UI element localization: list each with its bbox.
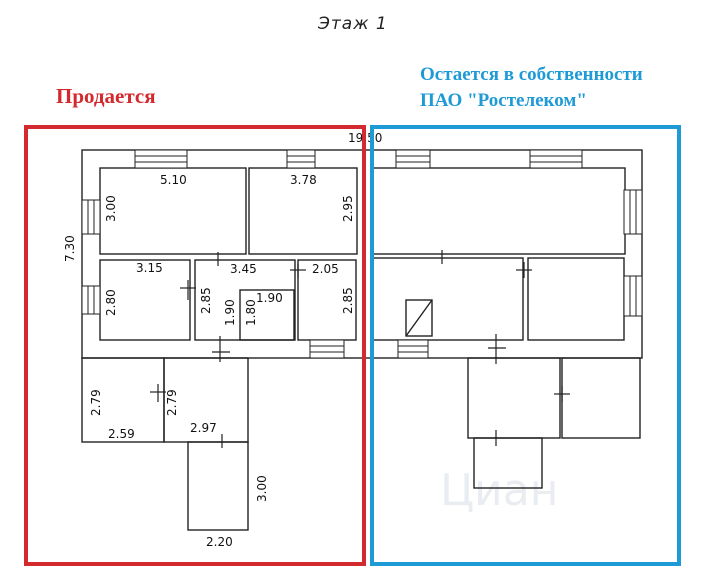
window-left-1: [81, 199, 101, 235]
room-1-90: [239, 289, 295, 341]
window-bottom-2: [397, 339, 429, 359]
dim-1-80: 1.80: [244, 299, 258, 326]
porch-right: [473, 437, 543, 489]
dim-2-85-b: 2.85: [341, 287, 355, 314]
window-bottom-1: [309, 339, 345, 359]
dimension-labels: 19.50 5.10 3.78 3.15 3.45 2.05 1.90 2.59…: [63, 131, 382, 549]
dim-3-00: 3.00: [104, 195, 118, 222]
dim-3-45: 3.45: [230, 262, 257, 276]
floor-title: Этаж 1: [318, 14, 388, 34]
retained-label-line1: Остается в собственности: [420, 64, 643, 85]
window-top-1: [134, 149, 188, 169]
dim-5-10: 5.10: [160, 173, 187, 187]
window-left-2: [81, 285, 101, 315]
staircase: [405, 299, 433, 337]
retained-ownership-label: Остается в собственности ПАО "Ростелеком…: [420, 62, 643, 114]
room-far-right: [527, 257, 625, 341]
annex-right-b: [561, 357, 641, 439]
dim-1-90-a: 1.90: [223, 299, 237, 326]
retained-zone-frame: [370, 125, 681, 566]
window-right-2: [623, 275, 643, 317]
dim-2-97: 2.97: [190, 421, 217, 435]
room-middle-right: [372, 257, 524, 341]
dim-2-79-b: 2.79: [165, 389, 179, 416]
dim-2-05: 2.05: [312, 262, 339, 276]
window-right-1: [623, 189, 643, 235]
dim-2-20: 2.20: [206, 535, 233, 549]
dim-2-80: 2.80: [104, 289, 118, 316]
room-large-right: [372, 167, 626, 255]
porch-left: [187, 441, 249, 531]
window-top-3: [395, 149, 431, 169]
retained-label-line2: ПАО "Ростелеком": [420, 90, 587, 111]
dim-3-15: 3.15: [136, 261, 163, 275]
annex-right-a: [467, 357, 561, 439]
dim-1-90-b: 1.90: [256, 291, 283, 305]
dim-2-59: 2.59: [108, 427, 135, 441]
window-top-4: [529, 149, 583, 169]
dim-total-height: 7.30: [63, 235, 77, 262]
dim-2-79-a: 2.79: [89, 389, 103, 416]
dim-2-95: 2.95: [341, 195, 355, 222]
windows: [81, 149, 643, 359]
dim-3-00-b: 3.00: [255, 475, 269, 502]
staircase-diagonal: [405, 299, 433, 337]
for-sale-label: Продается: [56, 84, 156, 108]
dim-2-85-a: 2.85: [199, 287, 213, 314]
dim-3-78: 3.78: [290, 173, 317, 187]
door-marks: [150, 250, 570, 448]
window-top-2: [286, 149, 316, 169]
watermark-text: Циан: [440, 465, 559, 516]
for-sale-zone-frame: [24, 125, 366, 566]
